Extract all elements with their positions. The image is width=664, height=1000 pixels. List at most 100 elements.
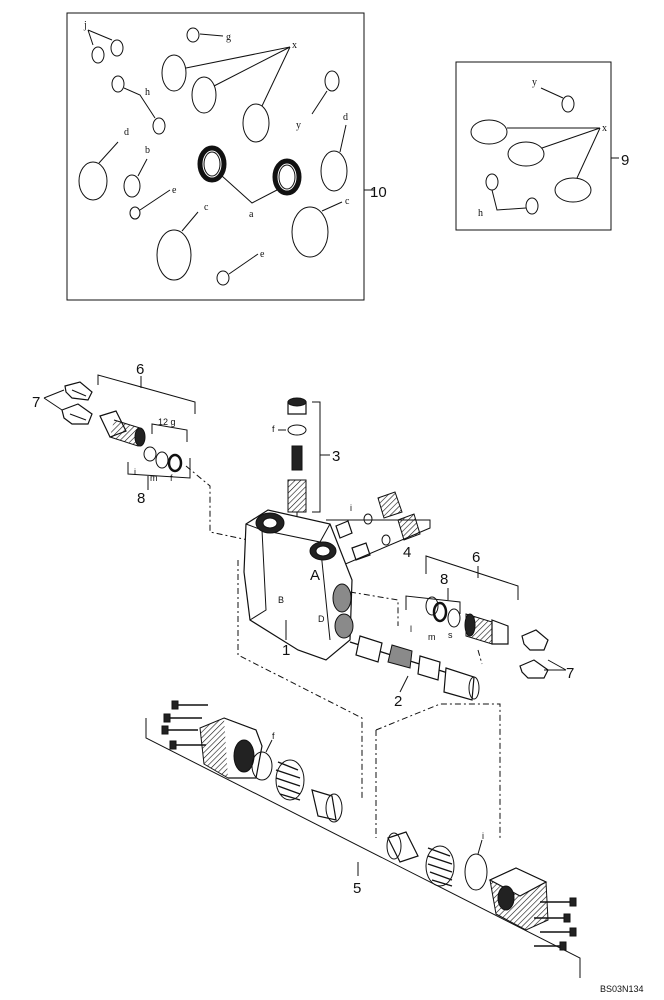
- cap-7-right-lower: [519, 659, 549, 679]
- seal-kit-9: 9 y x h: [455, 61, 629, 231]
- oring-check: [287, 424, 307, 436]
- callout-6-left: 6: [136, 361, 144, 378]
- callout-8-left: 8: [137, 490, 145, 507]
- oring-h-kit9-2: [525, 197, 539, 215]
- letter-y-kit9: y: [532, 77, 537, 88]
- label-D: D: [318, 614, 325, 624]
- oring-d-1: [78, 161, 108, 201]
- oring-x-2: [191, 76, 217, 114]
- figure-code: BS03N134: [600, 984, 644, 994]
- cap-7-upper: [64, 381, 93, 401]
- letter-a: a: [249, 209, 254, 220]
- callout-7-left: 7: [32, 394, 40, 411]
- oring-g: [186, 27, 200, 43]
- letter-y: y: [296, 120, 301, 131]
- letter-x: x: [292, 40, 297, 51]
- spool-2: [349, 635, 480, 701]
- letter-i-left: i: [134, 467, 136, 477]
- oring-b: [123, 174, 141, 198]
- oring-x-kit9-3: [554, 177, 592, 203]
- bracket-8-left: [127, 458, 191, 479]
- end-cap-left: [161, 700, 263, 779]
- spring-left: [275, 759, 305, 801]
- valve-body: A B D: [243, 509, 354, 661]
- kit-10-frame: [66, 12, 365, 301]
- oring-c-1: [156, 229, 192, 281]
- kit-9-frame: [455, 61, 612, 231]
- oring-j-2: [110, 39, 124, 57]
- oring-cap-right: [464, 853, 488, 891]
- letter-d-1: d: [124, 127, 129, 138]
- letter-c-1: c: [204, 202, 209, 213]
- kit-9-number: 9: [621, 152, 629, 169]
- oring-x-kit9-1: [470, 119, 508, 145]
- letter-l-right: l: [410, 624, 412, 634]
- end-cap-right: [488, 867, 577, 951]
- letter-e-2: e: [260, 249, 265, 260]
- plug-assembly-4: i 4: [326, 491, 431, 569]
- letter-f-top: f: [272, 424, 275, 434]
- letter-s-right: s: [448, 630, 453, 640]
- spring-right: [425, 845, 455, 887]
- label-B: B: [278, 595, 284, 605]
- oring-y: [324, 70, 340, 92]
- seal-a-2: [272, 158, 302, 196]
- oring-c-2: [291, 206, 329, 258]
- callout-1: 1: [282, 642, 290, 659]
- letter-x-kit9: x: [602, 123, 607, 134]
- oring-x-1: [161, 54, 187, 92]
- oring-e-1: [129, 206, 141, 220]
- check-poppet: [287, 479, 307, 513]
- oring-h-kit9-1: [485, 173, 499, 191]
- oring-left: [167, 453, 183, 473]
- backup-ring-left: [143, 446, 157, 462]
- callout-8-right: 8: [440, 571, 448, 588]
- label-A: A: [310, 567, 320, 584]
- oring-d-2: [320, 150, 348, 192]
- kit-10-number: 10: [370, 184, 387, 201]
- callout-3: 3: [332, 448, 340, 465]
- oring-y-kit9: [561, 95, 575, 113]
- check-valve-plug: [287, 397, 307, 415]
- bracket-8-right: [405, 595, 461, 614]
- letter-12g: 12 g: [158, 417, 176, 427]
- cap-7-right-upper: [521, 629, 549, 651]
- valve-assembly: 6 7 8 12 g i m f 3: [32, 361, 644, 994]
- letter-j: j: [83, 20, 87, 31]
- letter-e-1: e: [172, 185, 177, 196]
- letter-f-left: f: [170, 473, 173, 483]
- oring-right-1: [425, 596, 439, 616]
- bracket-5: [145, 718, 581, 978]
- bracket-3: [312, 401, 321, 513]
- callout-7-right: 7: [566, 665, 574, 682]
- letter-h-kit9: h: [478, 208, 483, 219]
- spring-seat-right: [386, 831, 419, 863]
- oring-j-1: [91, 46, 105, 64]
- oring-x-3: [242, 103, 270, 143]
- oring-h-2: [152, 117, 166, 135]
- seal-kit-10: 10 j g x h y d d b: [66, 12, 387, 301]
- callout-6-right: 6: [472, 549, 480, 566]
- letter-h: h: [145, 87, 150, 98]
- relief-cartridge-right: [464, 613, 509, 645]
- callout-4: 4: [403, 544, 411, 561]
- letter-m-left: m: [150, 473, 158, 483]
- bracket-6-left: [97, 374, 196, 414]
- oring-h-1: [111, 75, 125, 93]
- letter-i-4a: i: [350, 503, 352, 513]
- bracket-6-right: [425, 555, 519, 600]
- check-spring: [291, 445, 303, 471]
- letter-d-2: d: [343, 112, 348, 123]
- oring-right-2: [432, 601, 448, 623]
- callout-2: 2: [394, 693, 402, 710]
- oring-x-kit9-2: [507, 141, 545, 167]
- letter-m-right: m: [428, 632, 436, 642]
- letter-f-lower-left: f: [272, 731, 275, 741]
- callout-5: 5: [353, 880, 361, 897]
- letter-i-lower-right: i: [482, 831, 484, 841]
- oring-e-2: [216, 270, 230, 286]
- cap-7-lower: [61, 403, 93, 425]
- letter-c-2: c: [345, 196, 350, 207]
- oring-cap-left: [251, 751, 273, 781]
